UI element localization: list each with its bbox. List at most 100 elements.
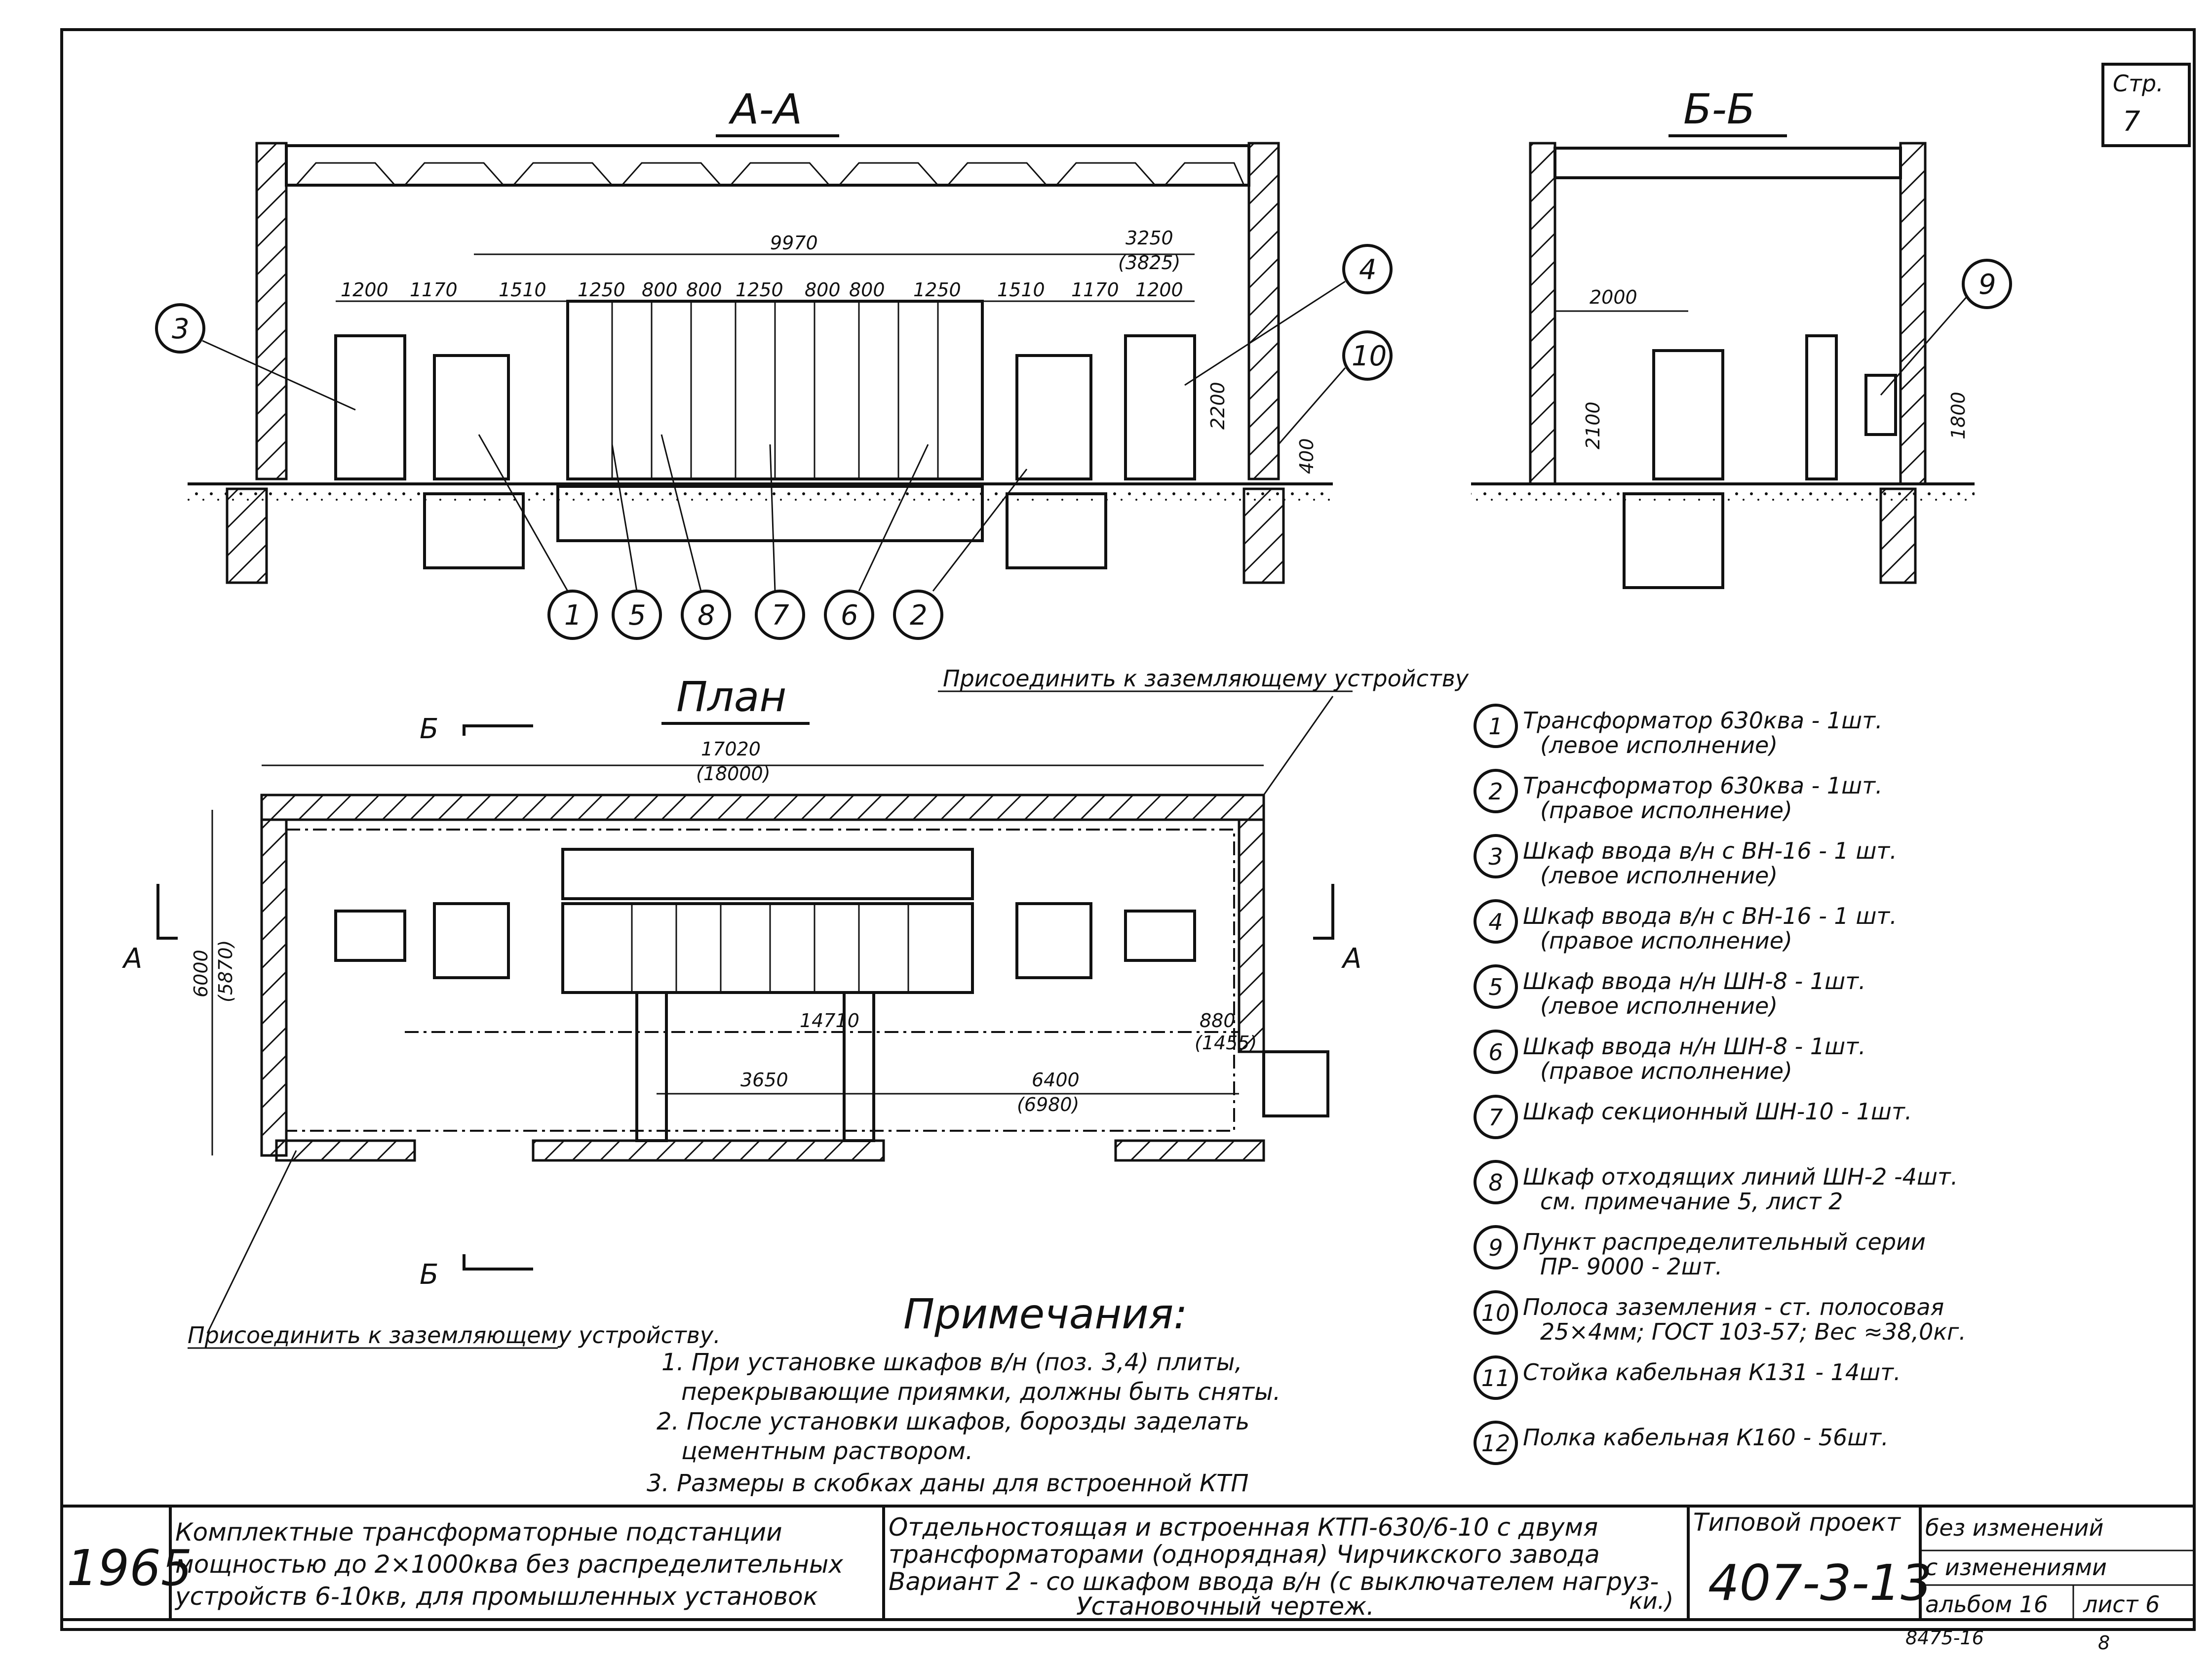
- plan-dim-side: 880: [1200, 1010, 1236, 1032]
- aa-dim-height: 2200: [1207, 382, 1229, 430]
- legend-number: 6: [1488, 1039, 1503, 1066]
- section-bb-title: Б-Б: [1683, 85, 1755, 133]
- aa-callout: 2: [893, 469, 1028, 640]
- legend-number-circle: [1474, 1290, 1518, 1335]
- plan-connect-label-top: Присоединить к заземляющему устройству: [943, 665, 1469, 692]
- plan-dim-depth: 6000: [190, 950, 212, 997]
- legend-subtext: см. примечание 5, лист 2: [1540, 1188, 1843, 1215]
- aa-transformer-left: [433, 354, 510, 480]
- aa-callout-label: 8: [698, 599, 715, 632]
- legend-subtext: (левое исполнение): [1540, 732, 1778, 758]
- tb-title-line: Вариант 2 - со шкафом ввода в/н (с выклю…: [889, 1567, 1659, 1596]
- aa-callout-label: 10: [1352, 340, 1387, 372]
- aa-pit-left: [423, 492, 525, 569]
- tb-title-line: ки.): [1629, 1588, 1673, 1614]
- plan-dim-right: 6400: [1032, 1069, 1080, 1091]
- bb-pit: [1623, 492, 1724, 589]
- cut-marker-b-top: Б: [420, 713, 533, 745]
- aa-dim-row-item: 1510: [997, 279, 1045, 301]
- plan-dim-total-alt: (18000): [696, 763, 771, 785]
- plan-dim-right-alt: (6980): [1017, 1094, 1079, 1115]
- bb-dim-width: 2000: [1590, 286, 1637, 308]
- cut-marker-a-right: А: [1313, 884, 1361, 975]
- aa-dim-row-item: 1200: [341, 279, 388, 301]
- bb-distribution-point: [1864, 374, 1897, 436]
- bb-transformer: [1652, 349, 1724, 480]
- notes: Примечания: 1. При установке шкафов в/н …: [647, 1290, 1281, 1497]
- aa-callout-label: 5: [628, 599, 646, 632]
- section-bb: Б-Б 2000 2100 1800 9: [1471, 85, 2012, 589]
- legend-number: 11: [1481, 1365, 1511, 1391]
- aa-dim-row-item: 1170: [410, 279, 458, 301]
- cut-label: Б: [420, 1259, 438, 1291]
- aa-dim-3250: 3250: [1125, 227, 1173, 249]
- bb-dim-height-left: 2100: [1582, 401, 1604, 449]
- aa-callout: 5: [611, 444, 662, 640]
- aa-dim-row: 1200 1170 1510 1250 800 800 1250 800 800…: [341, 279, 1183, 301]
- plan-connect-label-bottom: Присоединить к заземляющему устройству.: [188, 1322, 721, 1349]
- aa-dim-3825: (3825): [1118, 252, 1180, 274]
- legend-number-circle: [1474, 899, 1518, 944]
- plan-wall-top: [260, 794, 1265, 821]
- aa-dim-row-item: 1250: [913, 279, 961, 301]
- aa-pit-right: [1006, 492, 1107, 569]
- legend-number: 10: [1481, 1300, 1511, 1326]
- legend-number-circle: [1474, 704, 1518, 748]
- legend-text: Стойка кабельная К131 - 14шт.: [1523, 1359, 1901, 1386]
- aa-dim-row-item: 1250: [736, 279, 783, 301]
- legend-number: 9: [1488, 1234, 1503, 1261]
- legend-number: 7: [1488, 1104, 1503, 1131]
- aa-dim-small: 400: [1296, 438, 1318, 474]
- aa-cable-channel: [556, 485, 984, 542]
- legend-text: Полоса заземления - ст. полосовая: [1523, 1294, 1944, 1320]
- aa-callout: 1: [478, 434, 598, 640]
- legend-subtext: (правое исполнение): [1540, 927, 1792, 954]
- page-number-box: Стр. 7: [2101, 63, 2191, 147]
- legend-text: Шкаф отходящих линий ШН-2 -4шт.: [1523, 1163, 1958, 1190]
- tb-title-line: трансформаторами (однорядная) Чирчикског…: [889, 1540, 1600, 1569]
- legend-number-circle: [1474, 834, 1518, 878]
- aa-callout: 8: [660, 434, 731, 640]
- aa-callout: 10: [1278, 330, 1393, 445]
- sheet-frame: [60, 28, 2196, 1631]
- legend-subtext: (левое исполнение): [1540, 993, 1778, 1019]
- legend-text: Шкаф ввода н/н ШН-8 - 1шт.: [1523, 968, 1866, 994]
- aa-dim-row-item: 800: [805, 279, 841, 301]
- tb-year: 1965: [67, 1539, 193, 1597]
- legend-subtext: (правое исполнение): [1540, 797, 1792, 824]
- aa-transformer-right: [1015, 354, 1092, 480]
- legend-number-circle: [1474, 769, 1518, 813]
- aa-dim-row-item: 1200: [1135, 279, 1183, 301]
- aa-callout: 3: [155, 303, 356, 411]
- note-line: 2. После установки шкафов, борозды задел…: [657, 1408, 1249, 1435]
- bb-callout-label: 9: [1979, 269, 1996, 301]
- legend-number-circle: [1474, 1160, 1518, 1204]
- section-aa: А-А 9970 3250 (3825) 1200 1170 1510: [155, 85, 1393, 640]
- legend-text: Шкаф ввода н/н ШН-8 - 1шт.: [1523, 1033, 1866, 1060]
- tb-title-line: Установочный чертеж.: [1076, 1592, 1374, 1621]
- tb-series-line: Комплектные трансформаторные подстанции: [175, 1518, 782, 1547]
- aa-dim-row-item: 800: [642, 279, 678, 301]
- legend-text: Пункт распределительный серии: [1523, 1229, 1926, 1255]
- note-line: перекрывающие приямки, должны быть сняты…: [681, 1378, 1281, 1406]
- legend-number: 3: [1488, 843, 1503, 870]
- cut-marker-a-left: А: [122, 884, 178, 975]
- tb-series-line: устройств 6-10кв, для промышленных устан…: [174, 1582, 818, 1611]
- aa-callout-label: 2: [910, 599, 928, 632]
- tb-album: альбом 16: [1925, 1591, 2048, 1618]
- sheet-bottom-number: 8475-16: [1905, 1627, 1984, 1649]
- plan-title: План: [676, 673, 786, 721]
- plan-transformer-left: [433, 902, 510, 979]
- plan-dim-inner: 14710: [800, 1010, 859, 1032]
- legend-subtext: (левое исполнение): [1540, 862, 1778, 889]
- cut-label: А: [1341, 943, 1361, 975]
- legend-number-circle: [1474, 1421, 1518, 1465]
